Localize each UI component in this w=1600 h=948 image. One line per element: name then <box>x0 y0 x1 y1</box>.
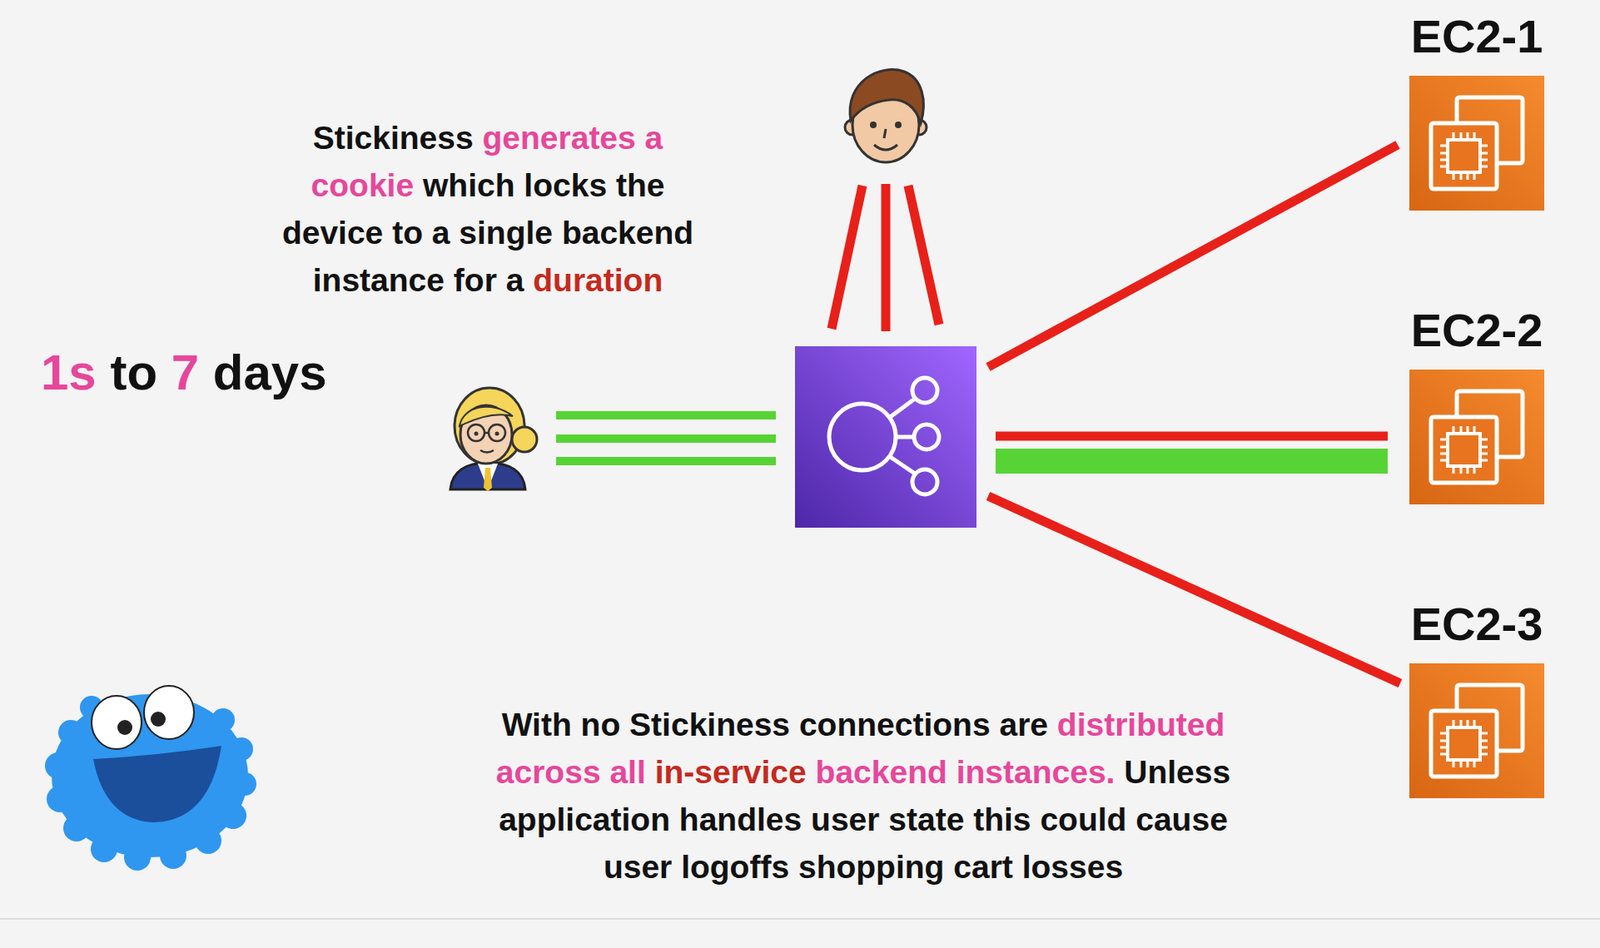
word: this <box>973 801 1031 838</box>
word: a <box>506 262 525 299</box>
word: user <box>603 849 672 885</box>
word: locks <box>523 167 607 204</box>
word: to <box>392 214 423 251</box>
word: single <box>458 214 553 251</box>
word: all <box>609 754 646 791</box>
word: With <box>501 706 572 743</box>
word: instance <box>313 262 445 299</box>
ec2-instance: EC2-3 <box>1405 597 1549 799</box>
word: 7 <box>171 344 199 401</box>
word: a <box>432 214 451 251</box>
word: cart <box>953 849 1014 885</box>
word: distributed <box>1057 706 1226 743</box>
footer-rule <box>0 918 1600 920</box>
word: for <box>453 262 497 299</box>
word: days <box>213 344 328 401</box>
word: duration <box>532 262 663 299</box>
word: to <box>109 344 158 401</box>
instance-label: EC2-1 <box>1405 9 1549 64</box>
sticky-user-connections <box>556 415 776 462</box>
user-man <box>844 69 927 163</box>
word: logoffs <box>680 849 790 885</box>
word: shopping <box>798 849 945 885</box>
backend-connections <box>988 144 1401 684</box>
chip-icon <box>1409 369 1545 505</box>
note-text: With no Stickiness connections are distr… <box>496 700 1231 891</box>
word: user <box>810 801 880 838</box>
word: in-service <box>655 754 807 791</box>
ec2-instance: EC2-2 <box>1405 303 1549 505</box>
word: 1s <box>40 344 97 401</box>
word: across <box>496 754 602 791</box>
chip-icon <box>1409 663 1545 799</box>
word: Stickiness <box>313 119 474 156</box>
word: application <box>498 801 671 838</box>
word: which <box>422 167 516 204</box>
word: state <box>888 801 964 838</box>
ec2-icon-box <box>1409 663 1545 799</box>
user-connections <box>831 183 940 332</box>
word: the <box>616 167 666 204</box>
word: generates <box>481 119 636 156</box>
word: cookie <box>311 167 415 204</box>
duration-range: 1s to 7 days <box>40 347 328 398</box>
load-balancer-icon <box>795 346 977 528</box>
instance-label: EC2-2 <box>1405 303 1549 358</box>
word: cause <box>1135 801 1228 838</box>
word: instances. <box>956 754 1116 791</box>
word: Stickiness <box>629 706 791 743</box>
user-woman <box>450 387 537 492</box>
word: Unless <box>1123 754 1231 791</box>
word: backend <box>815 754 948 791</box>
word: losses <box>1022 849 1123 885</box>
instance-label: EC2-3 <box>1405 597 1549 651</box>
word: backend <box>561 214 694 251</box>
ec2-instance: EC2-1 <box>1405 9 1549 211</box>
chip-icon <box>1409 75 1545 211</box>
ec2-icon-box <box>1409 369 1545 505</box>
word: connections <box>799 706 991 743</box>
ec2-icon-box <box>1409 75 1545 211</box>
word: device <box>282 214 383 251</box>
word: could <box>1039 801 1127 838</box>
word: a <box>645 119 664 156</box>
word: no <box>581 706 622 743</box>
word: handles <box>679 801 802 838</box>
note-text: Stickiness generates a cookie which lock… <box>282 114 694 304</box>
cookie-monster <box>44 685 257 871</box>
word: are <box>998 706 1049 743</box>
